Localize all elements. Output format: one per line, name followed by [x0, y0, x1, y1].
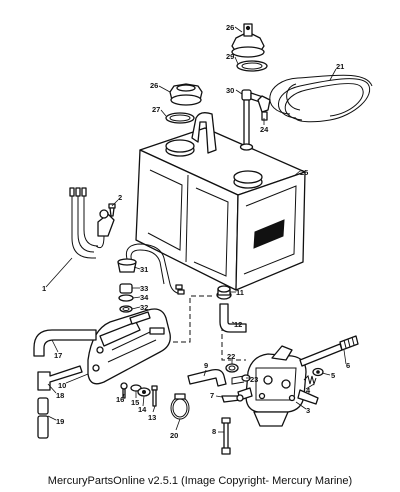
callout-9: 9 [204, 361, 208, 370]
callout-13: 13 [148, 413, 156, 422]
callout-16: 16 [116, 395, 124, 404]
fuel-tank [135, 112, 306, 291]
callout-10: 10 [58, 381, 66, 390]
callout-1: 1 [42, 284, 46, 293]
callout-32: 32 [140, 303, 148, 312]
callout-29: 29 [226, 52, 234, 61]
callout-14: 14 [138, 405, 147, 414]
callout-17: 17 [54, 351, 62, 360]
leader-lines [45, 26, 347, 433]
callout-31: 31 [140, 265, 148, 274]
callout-26-top: 26 [226, 23, 234, 32]
callout-7: 7 [210, 391, 214, 400]
callout-25: 25 [300, 168, 308, 177]
callout-22: 22 [227, 352, 235, 361]
callout-34: 34 [140, 293, 149, 302]
hose-clamp [170, 393, 190, 420]
callouts: 1 2 3 4 5 6 7 8 9 10 11 12 13 14 15 16 1… [42, 23, 350, 440]
cap-gasket-left [165, 112, 195, 124]
callout-12: 12 [234, 320, 242, 329]
fuel-hose-coil [269, 74, 373, 123]
seal-32 [119, 305, 133, 313]
callout-5: 5 [331, 371, 335, 380]
tee-fitting [37, 365, 83, 391]
grommet-14 [137, 387, 151, 397]
spacer-33 [119, 283, 133, 294]
fuel-pump-assembly [231, 345, 319, 427]
callout-23: 23 [250, 375, 258, 384]
callout-6: 6 [346, 361, 350, 370]
wire-harness [69, 187, 115, 259]
elbow-hose [219, 303, 247, 333]
screw-13 [151, 385, 158, 407]
callout-3: 3 [306, 406, 310, 415]
washer-34 [118, 294, 134, 302]
callout-11: 11 [236, 288, 244, 297]
callout-20: 20 [170, 431, 178, 440]
fuel-sensor [117, 243, 185, 295]
callout-27: 27 [152, 105, 160, 114]
callout-2: 2 [118, 193, 122, 202]
hose-pieces [37, 397, 49, 439]
callout-15: 15 [131, 398, 139, 407]
callout-33: 33 [140, 284, 148, 293]
callout-24: 24 [260, 125, 269, 134]
fuel-filter [216, 285, 232, 300]
fuel-line [187, 368, 227, 387]
fuel-cap-vented [231, 23, 265, 58]
callout-26-left: 26 [150, 81, 158, 90]
cap-gasket-top [236, 60, 268, 72]
callout-18: 18 [56, 391, 64, 400]
return-hose [33, 329, 97, 357]
lever-7 [221, 394, 244, 403]
callout-4: 4 [306, 386, 311, 395]
spring-4 [303, 375, 317, 386]
callout-8: 8 [212, 427, 216, 436]
fuel-reservoir [87, 308, 171, 385]
callout-21: 21 [336, 62, 344, 71]
link-rod-8 [221, 417, 231, 455]
nut-5 [312, 367, 324, 377]
fuel-connector [257, 95, 271, 121]
fuel-system-exploded-diagram: 1 2 3 4 5 6 7 8 9 10 11 12 13 14 15 16 1… [33, 23, 373, 455]
gasket-22 [225, 363, 239, 373]
image-caption: MercuryPartsOnline v2.5.1 (Image Copyrig… [47, 475, 353, 487]
routing-line [170, 295, 212, 343]
callout-19: 19 [56, 417, 64, 426]
shaft-6 [299, 335, 359, 367]
callout-30: 30 [226, 86, 234, 95]
fuel-cap-left [169, 83, 203, 106]
